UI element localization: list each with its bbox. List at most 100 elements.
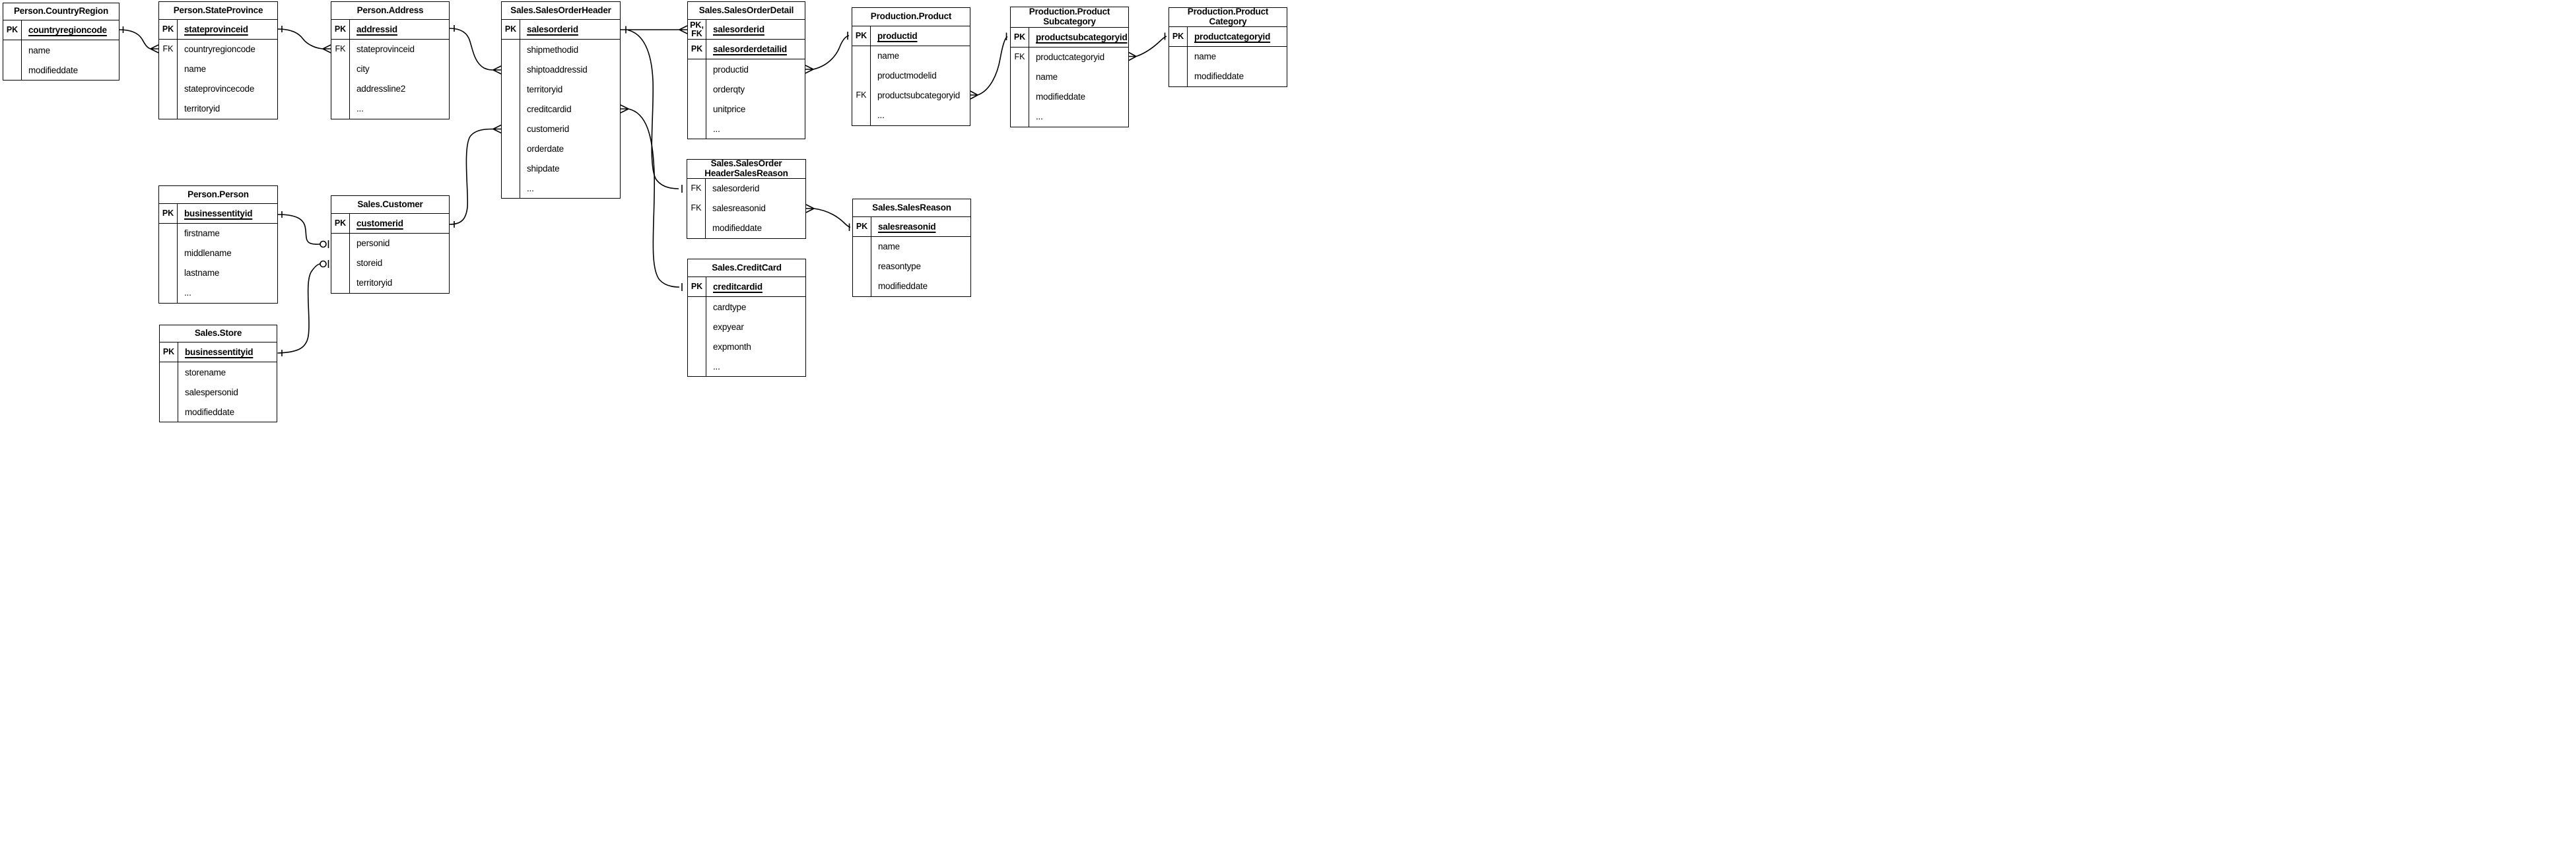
- table-title: Person.StateProvince: [159, 2, 277, 20]
- table-row: ...: [1011, 106, 1128, 127]
- table-title-line: Sales.SalesOrderHeader: [510, 5, 611, 15]
- field-name: businessentityid: [184, 208, 253, 218]
- field-name: name: [877, 51, 899, 61]
- cardinality-marker: [805, 65, 814, 74]
- key-gutter-label: PK: [853, 216, 871, 236]
- table-row: city: [331, 59, 449, 79]
- field-name: salesorderid: [712, 183, 760, 193]
- field-name: salesreasonid: [712, 203, 766, 213]
- connector-curve: [977, 36, 1008, 96]
- key-gutter-line: FK: [691, 28, 702, 38]
- field-name: territoryid: [356, 278, 393, 288]
- table-row: name: [3, 40, 119, 60]
- cardinality-marker: [492, 65, 502, 75]
- key-gutter-label: [853, 236, 871, 257]
- table-title-line: Category: [1209, 16, 1247, 26]
- key-gutter-label: [502, 79, 520, 99]
- table-row: firstname: [159, 223, 277, 244]
- field-name: ...: [356, 104, 364, 114]
- table-row: shipmethodid: [502, 40, 620, 59]
- key-gutter-label: [331, 273, 350, 293]
- key-gutter-line: PK: [691, 282, 703, 291]
- field-name: orderdate: [527, 143, 564, 154]
- field-name: customerid: [527, 123, 570, 134]
- key-gutter-label: FK: [687, 198, 706, 218]
- field-name: city: [356, 64, 370, 74]
- key-gutter-label: [852, 46, 871, 66]
- field-name: salesorderid: [527, 24, 578, 34]
- field-name: ...: [527, 183, 534, 193]
- field-name: productsubcategoryid: [877, 90, 961, 100]
- field-name: productid: [713, 64, 749, 75]
- table-title-line: Production.Product: [1029, 7, 1110, 17]
- table-row: modifieddate: [687, 218, 805, 238]
- table-title: Person.CountryRegion: [3, 3, 119, 20]
- connector-salesorderheader-to-salesorderdetail: [621, 25, 688, 34]
- key-gutter-label: [502, 59, 520, 79]
- connector-curve: [1135, 36, 1167, 57]
- key-gutter-line: PK: [856, 221, 868, 231]
- table-row: shipdate: [502, 158, 620, 178]
- field-name: unitprice: [713, 104, 746, 114]
- table-row: storename: [160, 362, 277, 382]
- cardinality-marker: [679, 25, 688, 34]
- key-gutter-label: [160, 402, 178, 422]
- connector-salesorderheader-to-headersalesreason: [627, 29, 683, 193]
- table-row: expyear: [688, 317, 805, 337]
- key-gutter-label: [502, 40, 520, 59]
- key-gutter-label: [331, 79, 350, 99]
- table-title-line: Person.Address: [356, 5, 424, 15]
- field-name: territoryid: [527, 84, 563, 94]
- table-title-line: Person.StateProvince: [173, 5, 263, 15]
- field-name: firstname: [184, 228, 220, 238]
- table-row: name: [1169, 46, 1287, 67]
- connector-curve: [449, 28, 494, 71]
- key-gutter-label: PK: [688, 40, 706, 59]
- field-name: territoryid: [184, 104, 220, 114]
- key-gutter-label: [502, 99, 520, 119]
- key-gutter-line: PK,: [690, 20, 704, 30]
- key-gutter-label: PK,FK: [688, 20, 706, 39]
- table-title-line: Sales.Customer: [357, 199, 423, 209]
- field-name: addressline2: [356, 84, 406, 94]
- table-title-line: Production.Product: [1187, 7, 1269, 17]
- field-name: stateprovinceid: [356, 44, 415, 54]
- table-row: productid: [688, 59, 805, 79]
- table-row: modifieddate: [853, 276, 970, 296]
- key-gutter-label: [688, 356, 706, 376]
- field-name: orderqty: [713, 84, 745, 94]
- key-gutter-label: [3, 60, 22, 80]
- table-row: productmodelid: [852, 65, 970, 86]
- table-title-line: Sales.Store: [194, 328, 242, 338]
- key-gutter-label: [687, 218, 706, 238]
- connector-curve: [449, 128, 494, 225]
- key-gutter-label: FK: [159, 39, 178, 59]
- table-row: ...: [688, 119, 805, 139]
- key-gutter-label: PK: [160, 342, 178, 362]
- key-gutter-label: [852, 65, 871, 86]
- table-title: Production.Product: [852, 8, 970, 26]
- key-gutter-label: [159, 98, 178, 119]
- field-name: salesreasonid: [878, 221, 936, 232]
- connector-curve: [628, 108, 680, 288]
- field-name: ...: [713, 123, 720, 134]
